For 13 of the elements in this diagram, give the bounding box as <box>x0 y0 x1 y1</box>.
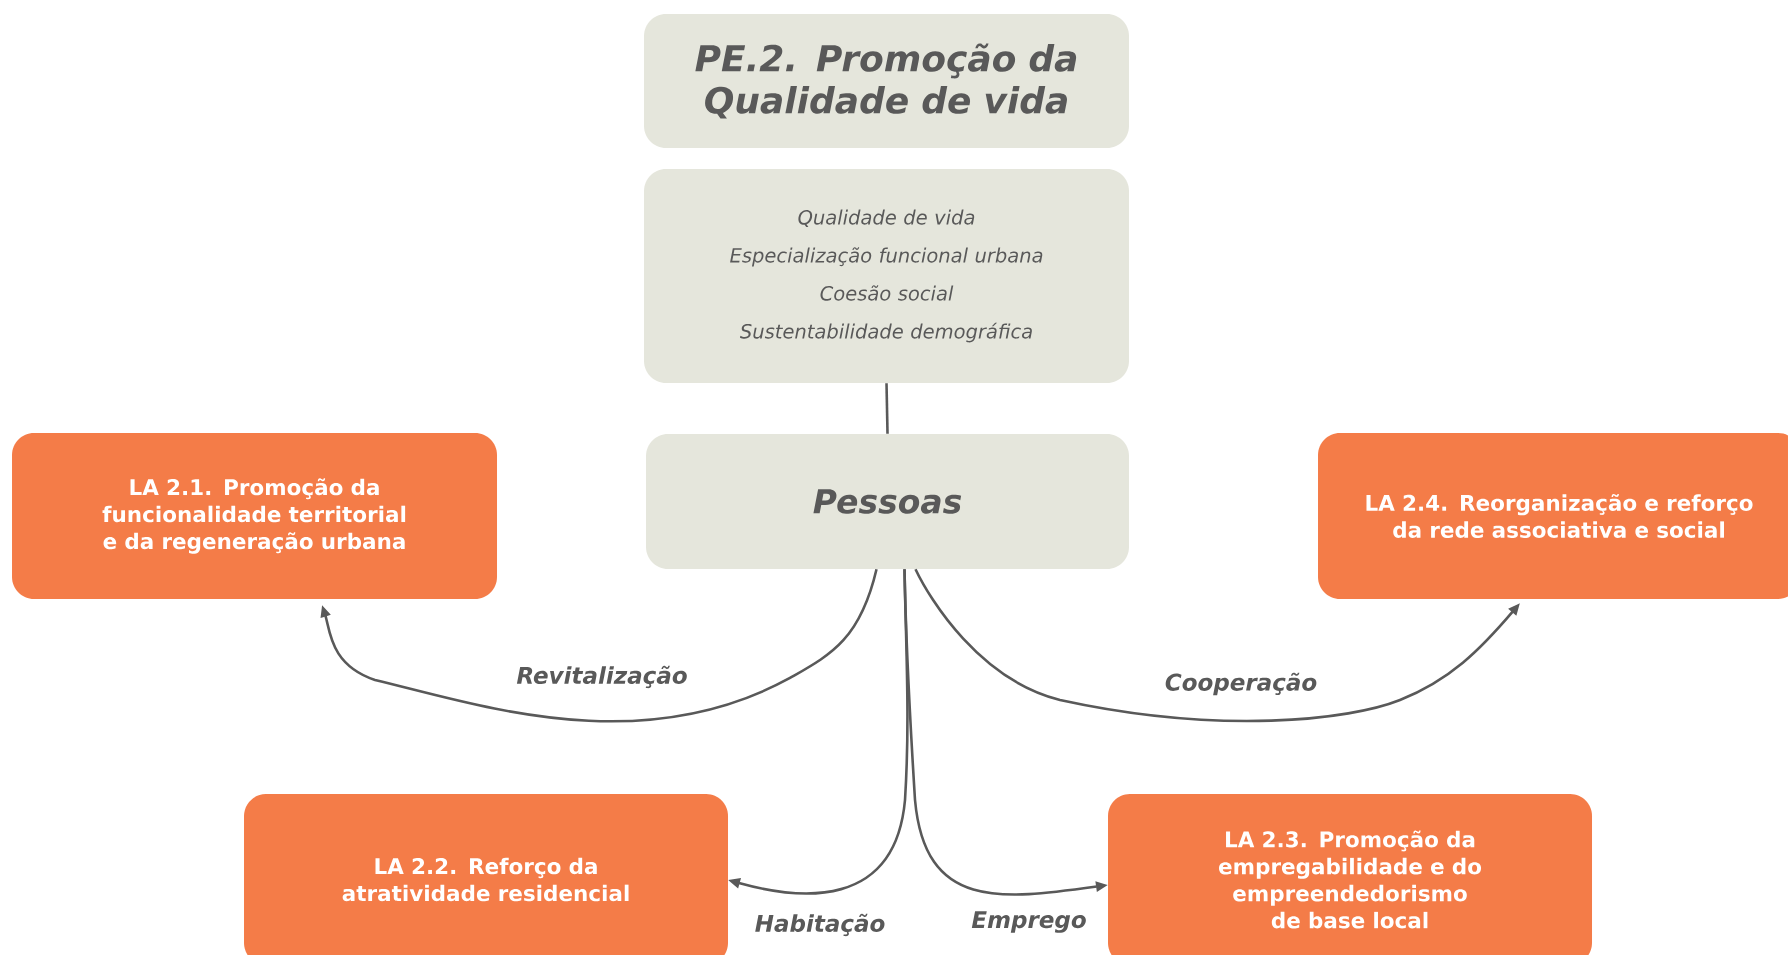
action-box: LA 2.2. Reforço da atratividade residencial <box>244 794 728 955</box>
edge-label: Revitalização <box>514 663 690 691</box>
title-box: PE.2. Promoção da Qualidade de vida <box>644 14 1129 148</box>
indicator-box: Qualidade de vida Especialização funcional urbana Coesão social Sustentabilidade demográfica <box>644 169 1129 383</box>
arrow <box>320 568 878 723</box>
action-box: LA 2.3. Promoção da empregabilidade e do empreendedorismo de base local <box>1108 794 1592 955</box>
center-box: Pessoas <box>646 434 1129 569</box>
edge-label: Habitação <box>752 911 888 939</box>
action-box: LA 2.4. Reorganização e reforço da rede associativa e social <box>1318 433 1788 599</box>
action-box: LA 2.1. Promoção da funcionalidade territorial e da regeneração urbana <box>12 433 497 599</box>
arrow <box>914 568 1520 723</box>
edge-label: Emprego <box>969 909 1089 935</box>
edge-label: Cooperação <box>1162 670 1320 698</box>
